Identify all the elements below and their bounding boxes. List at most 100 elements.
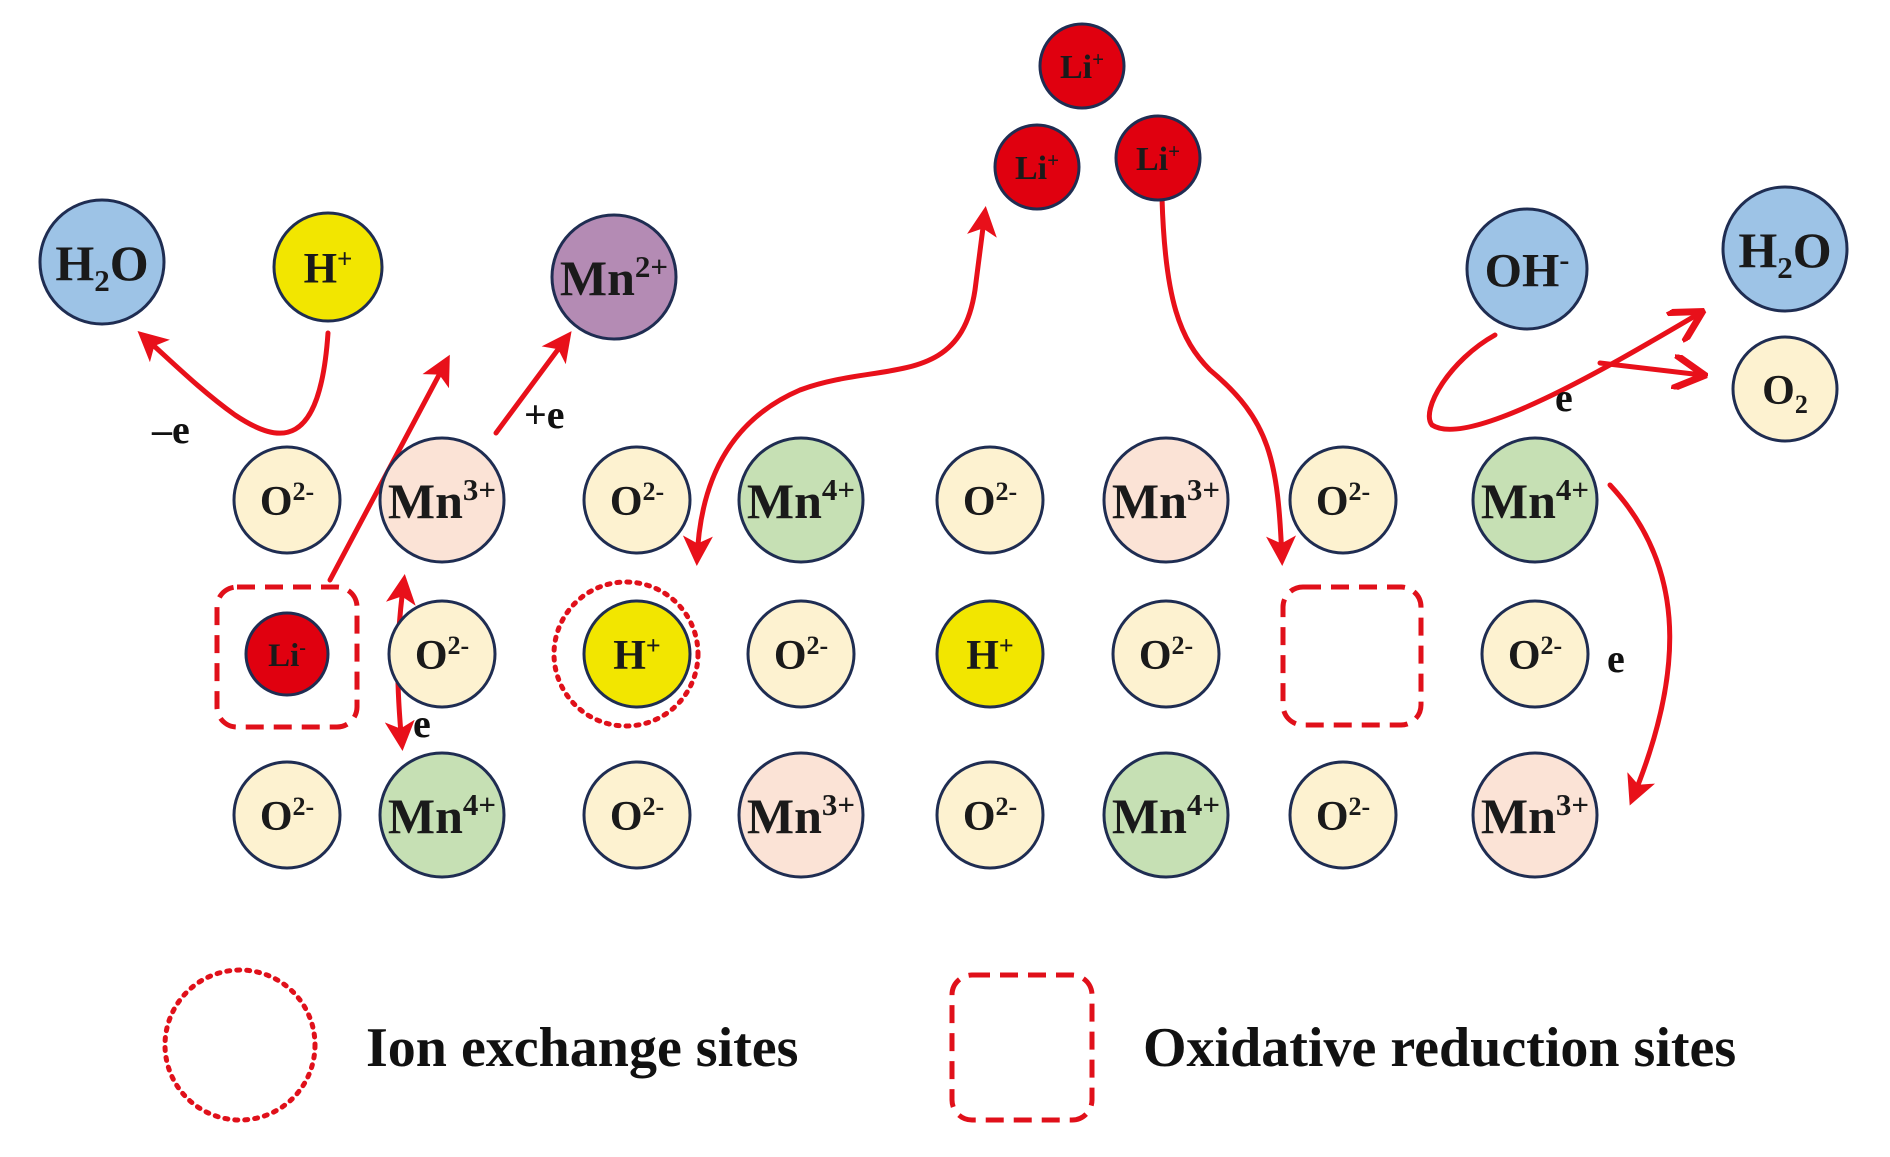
lattice-row3-ion-6: Mn4+ xyxy=(1102,751,1230,879)
lattice-row3-ion-8-label: Mn3+ xyxy=(1481,787,1589,844)
lattice-row3-ion-5-circle xyxy=(935,760,1045,870)
legend-oxidative-reduction-label: Oxidative reduction sites xyxy=(1143,1017,1736,1079)
arrow-mn3-to-mn2 xyxy=(493,331,572,436)
lattice-row1-ion-2-label: Mn3+ xyxy=(388,472,496,529)
lattice-row2-ion-6-label: O2- xyxy=(1139,631,1193,679)
lattice-row1-ion-2: Mn3+ xyxy=(378,436,506,564)
lattice-row2-ion-6-circle xyxy=(1111,599,1221,709)
legend-oxidative-reduction-icon xyxy=(949,972,1095,1123)
li-top-1-ion: Li+ xyxy=(1038,22,1126,110)
arrow-to-oxygen xyxy=(1597,363,1702,375)
lattice-row1-ion-1: O2- xyxy=(232,445,342,555)
lattice-row1-ion-4-circle xyxy=(737,436,865,564)
e-label-right: e xyxy=(1607,636,1625,681)
lattice-row2-ion-5-label: H+ xyxy=(966,631,1014,679)
lattice-row2-ion-6: O2- xyxy=(1111,599,1221,709)
o2-right-ion-label: O2 xyxy=(1762,368,1808,419)
lattice-row3-ion-5: O2- xyxy=(935,760,1045,870)
lattice-row2-ion-5-circle xyxy=(935,599,1045,709)
arrow-li-insertion xyxy=(1159,195,1297,566)
legend-ion-exchange-label: Ion exchange sites xyxy=(366,1017,798,1079)
lattice-row3-ion-4-label: Mn3+ xyxy=(747,787,855,844)
lattice-row2-ion-2: O2- xyxy=(387,599,497,709)
li-top-3-ion-label: Li+ xyxy=(1136,139,1180,178)
lattice-row3-ion-3-circle xyxy=(582,760,692,870)
minus-e-label: –e xyxy=(151,407,190,452)
lattice-row2-ion-4-label: O2- xyxy=(774,631,828,679)
lattice-row1-ion-8-circle xyxy=(1471,436,1599,564)
lattice-row1-ion-4: Mn4+ xyxy=(737,436,865,564)
lattice-row3-ion-4: Mn3+ xyxy=(737,751,865,879)
lattice-row2-ion-2-circle xyxy=(387,599,497,709)
lattice-row1-ion-2-circle xyxy=(378,436,506,564)
lattice-row3-ion-1-label: O2- xyxy=(260,792,314,840)
h2o-right-ion: H2O xyxy=(1721,185,1849,313)
h-plus-top-ion-label: H+ xyxy=(304,243,353,292)
li-top-2-ion: Li+ xyxy=(993,123,1081,211)
oxidative-reduction-site-marker-left xyxy=(214,584,360,730)
lattice-row3-ion-5-label: O2- xyxy=(963,792,1017,840)
lattice-row1-ion-5-label: O2- xyxy=(963,477,1017,525)
li-top-1-ion-label: Li+ xyxy=(1060,47,1104,86)
lattice-row2-ion-1: Li- xyxy=(244,611,330,697)
lattice-row3-ion-2: Mn4+ xyxy=(378,751,506,879)
arrow-mn4-to-mn3-right xyxy=(1607,482,1673,806)
lattice-row2-ion-1-circle xyxy=(244,611,330,697)
lattice-row2-ion-4-circle xyxy=(746,599,856,709)
lattice-row3-ion-4-circle xyxy=(737,751,865,879)
lattice-row1-ion-1-label: O2- xyxy=(260,477,314,525)
lattice: O2- Mn3+ O2- Mn4+ O2- Mn3+ O2- Mn4+ Li- O2- H+ O2- H… xyxy=(232,436,1599,879)
o2-right-ion-circle xyxy=(1731,335,1839,443)
h2o-right-ion-circle xyxy=(1721,185,1849,313)
lattice-row1-ion-3-label: O2- xyxy=(610,477,664,525)
lattice-row3-ion-6-circle xyxy=(1102,751,1230,879)
oh-right-ion-circle xyxy=(1465,207,1589,331)
lattice-row1-ion-6-circle xyxy=(1102,436,1230,564)
mn2-top-ion-circle xyxy=(550,213,678,341)
o2-right-ion: O2 xyxy=(1731,335,1839,443)
e-label-left: e xyxy=(413,701,431,746)
lattice-row3-ion-2-circle xyxy=(378,751,506,879)
lattice-row3-ion-1-circle xyxy=(232,760,342,870)
lattice-row2-ion-3-label: H+ xyxy=(613,631,661,679)
lattice-row1-ion-1-circle xyxy=(232,445,342,555)
lattice-row2-ion-2-label: O2- xyxy=(415,631,469,679)
lattice-row1-ion-6-label: Mn3+ xyxy=(1112,472,1220,529)
legend: Ion exchange sites Oxidative reduction s… xyxy=(162,967,1736,1123)
lattice-row1-ion-6: Mn3+ xyxy=(1102,436,1230,564)
li-top-3-ion: Li+ xyxy=(1114,114,1202,202)
lattice-row2-ion-8-label: O2- xyxy=(1508,631,1562,679)
lattice-row3-ion-8: Mn3+ xyxy=(1471,751,1599,879)
lattice-row2-ion-5: H+ xyxy=(935,599,1045,709)
lattice-row1-ion-5-circle xyxy=(935,445,1045,555)
lattice-row1-ion-5: O2- xyxy=(935,445,1045,555)
lattice-row2-ion-1-label: Li- xyxy=(268,637,306,674)
lattice-row1-ion-3: O2- xyxy=(582,445,692,555)
lattice-row3-ion-6-label: Mn4+ xyxy=(1112,787,1220,844)
lattice-row2-ion-4: O2- xyxy=(746,599,856,709)
arrow-h-plus-to-water xyxy=(137,330,331,436)
ion-exchange-site-marker xyxy=(551,579,701,729)
lattice-row2-ion-8-circle xyxy=(1480,599,1590,709)
lattice-row3-ion-8-circle xyxy=(1471,751,1599,879)
lattice-row2-ion-3-circle xyxy=(582,599,692,709)
arrow-li-release-exchange xyxy=(682,206,997,566)
oxidative-reduction-site-marker-right xyxy=(1280,584,1424,728)
lattice-row2-ion-3: H+ xyxy=(582,599,692,709)
lattice-row1-ion-7: O2- xyxy=(1288,445,1398,555)
lattice-row3-ion-7-circle xyxy=(1288,760,1398,870)
plus-e-label: +e xyxy=(524,392,565,437)
h-plus-top-ion: H+ xyxy=(272,211,384,323)
li-top-1-ion-circle xyxy=(1038,22,1126,110)
lattice-row1-ion-7-circle xyxy=(1288,445,1398,555)
h2o-left-ion-circle xyxy=(38,198,166,326)
arrow-oh-to-products xyxy=(1426,313,1700,432)
lattice-row3-ion-2-label: Mn4+ xyxy=(388,787,496,844)
lattice-row1-ion-8: Mn4+ xyxy=(1471,436,1599,564)
electron-labels: –e +e e e e xyxy=(151,375,1625,746)
lattice-row1-ion-8-label: Mn4+ xyxy=(1481,472,1589,529)
lattice-row3-ion-7-label: O2- xyxy=(1316,792,1370,840)
oh-right-ion: OH- xyxy=(1465,207,1589,331)
